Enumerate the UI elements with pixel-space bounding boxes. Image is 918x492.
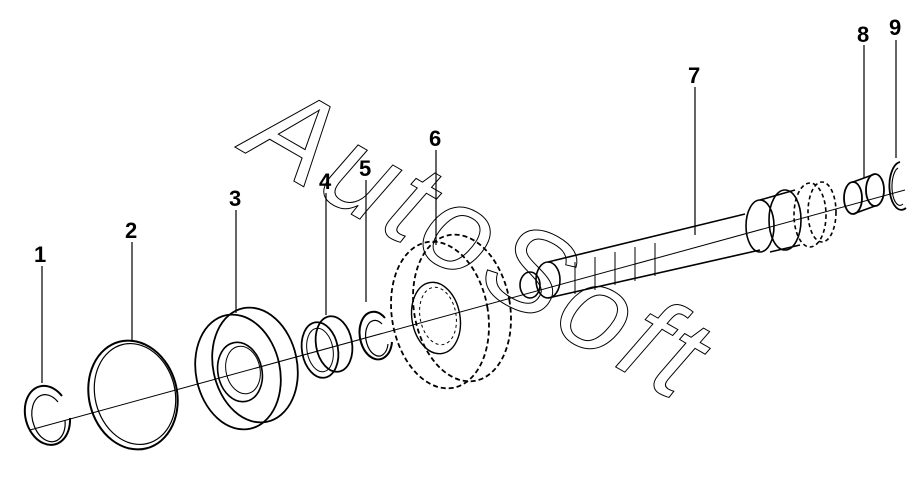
callout-4: 4: [319, 169, 332, 194]
part-6-gear: [390, 233, 512, 390]
part-5-circlip: [358, 310, 393, 361]
callout-6: 6: [429, 126, 442, 151]
part-9-snap-ring: [888, 161, 907, 211]
callout-5: 5: [359, 156, 372, 181]
callout-1: 1: [34, 242, 47, 267]
callout-7: 7: [688, 63, 701, 88]
callout-2: 2: [125, 218, 138, 243]
callout-8: 8: [857, 22, 870, 47]
part-8-bushing: [843, 173, 885, 215]
part-4-bushing: [300, 315, 354, 379]
part-3-bearing: [194, 306, 299, 431]
callout-3: 3: [229, 186, 242, 211]
part-1-snap-ring: [23, 384, 72, 446]
watermark-text: AutoSoft: [222, 53, 734, 426]
callout-9: 9: [889, 15, 902, 40]
part-2-retaining-ring: [87, 339, 179, 451]
part-7-shaft: [519, 181, 837, 299]
assembly-axis: [29, 189, 906, 431]
leader-lines: [41, 40, 897, 383]
